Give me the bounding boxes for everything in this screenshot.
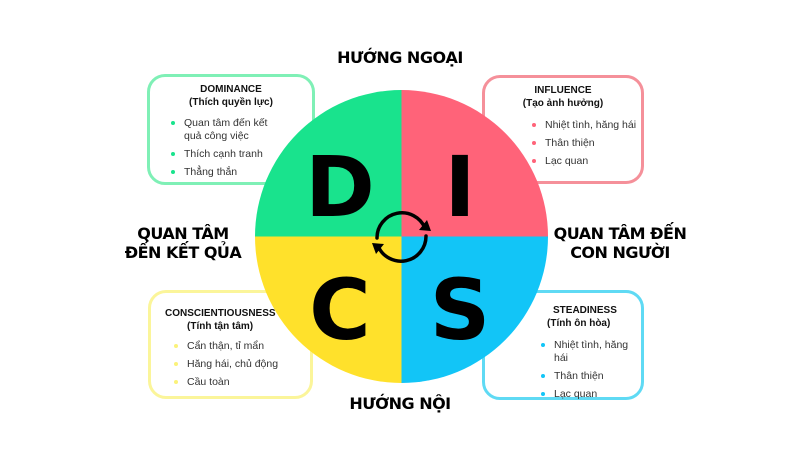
letter-i: I <box>444 138 476 236</box>
list-item: Nhiệt tình, hăng hái <box>531 119 646 132</box>
list-item: Lạc quan <box>540 388 645 401</box>
list-item: Cầu toàn <box>173 376 293 389</box>
conscientiousness-box: CONSCIENTIOUSNESS (Tính tận tâm) Cẩn thậ… <box>148 290 313 399</box>
bullet-icon <box>171 152 175 156</box>
list-item: Thích cạnh tranh <box>170 148 280 161</box>
influence-subtitle: (Tạo ảnh hưởng) <box>522 98 604 109</box>
disc-circle <box>255 90 548 383</box>
steadiness-title-text: STEADINESS <box>553 305 617 316</box>
letter-s: S <box>429 261 491 359</box>
dominance-title-text: DOMINANCE <box>200 84 262 95</box>
list-item: Cẩn thận, tỉ mẩn <box>173 340 293 353</box>
bullet-icon <box>541 343 545 347</box>
label-left-line2: ĐẾN KẾT QỦA <box>124 243 242 262</box>
letter-c: C <box>309 261 371 359</box>
label-extrovert: HƯỚNG NGOẠI <box>337 48 463 67</box>
dominance-title: DOMINANCE (Thích quyền lực) <box>150 83 312 109</box>
label-left-line1: QUAN TÂM <box>137 224 229 243</box>
dominance-list: Quan tâm đến kết quả công việc Thích cạn… <box>170 117 280 184</box>
label-people-focus: QUAN TÂM ĐẾN CON NGƯỜI <box>545 224 695 262</box>
bullet-icon <box>171 170 175 174</box>
bullet-icon <box>174 344 178 348</box>
bullet-icon <box>174 362 178 366</box>
bullet-icon <box>174 380 178 384</box>
list-item: Thẳng thắn <box>170 166 280 179</box>
bullet-icon <box>541 392 545 396</box>
quadrant-i <box>401 90 548 237</box>
list-item: Lạc quan <box>531 155 646 168</box>
label-results-focus: QUAN TÂM ĐẾN KẾT QỦA <box>108 224 258 262</box>
conscientiousness-subtitle: (Tính tận tâm) <box>187 321 254 332</box>
bullet-icon <box>532 123 536 127</box>
influence-title-text: INFLUENCE <box>534 85 592 96</box>
label-introvert: HƯỚNG NỘI <box>349 394 451 413</box>
list-item: Hăng hái, chủ động <box>173 358 293 371</box>
quadrant-c <box>255 236 402 383</box>
steadiness-subtitle: (Tính ôn hòa) <box>547 318 611 329</box>
arrow-heads <box>372 220 431 254</box>
conscientiousness-title-text: CONSCIENTIOUSNESS <box>165 308 276 319</box>
quadrant-s <box>401 236 548 383</box>
list-item: Quan tâm đến kết quả công việc <box>170 117 280 143</box>
bullet-icon <box>532 141 536 145</box>
quadrant-d <box>255 90 402 237</box>
influence-title: INFLUENCE (Tạo ảnh hưởng) <box>485 84 641 110</box>
disc-quadrants <box>255 90 548 383</box>
steadiness-title: STEADINESS (Tính ôn hòa) <box>485 304 641 330</box>
label-right-line2: CON NGƯỜI <box>570 243 670 262</box>
letter-d: D <box>305 138 375 236</box>
dominance-box: DOMINANCE (Thích quyền lực) Quan tâm đến… <box>147 74 315 185</box>
conscientiousness-title: CONSCIENTIOUSNESS (Tính tận tâm) <box>151 307 310 333</box>
steadiness-list: Nhiệt tình, hăng hái Thân thiện Lạc quan <box>540 339 645 406</box>
bullet-icon <box>532 159 536 163</box>
dominance-subtitle: (Thích quyền lực) <box>189 97 273 108</box>
bullet-icon <box>171 121 175 125</box>
label-right-line1: QUAN TÂM ĐẾN <box>553 224 687 243</box>
bullet-icon <box>541 374 545 378</box>
list-item: Thân thiện <box>531 137 646 150</box>
conscientiousness-list: Cẩn thận, tỉ mẩn Hăng hái, chủ động Cầu … <box>173 340 293 394</box>
cycle-arrows-icon <box>375 211 428 263</box>
list-item: Nhiệt tình, hăng hái <box>540 339 645 365</box>
influence-list: Nhiệt tình, hăng hái Thân thiện Lạc quan <box>531 119 646 173</box>
list-item: Thân thiện <box>540 370 645 383</box>
